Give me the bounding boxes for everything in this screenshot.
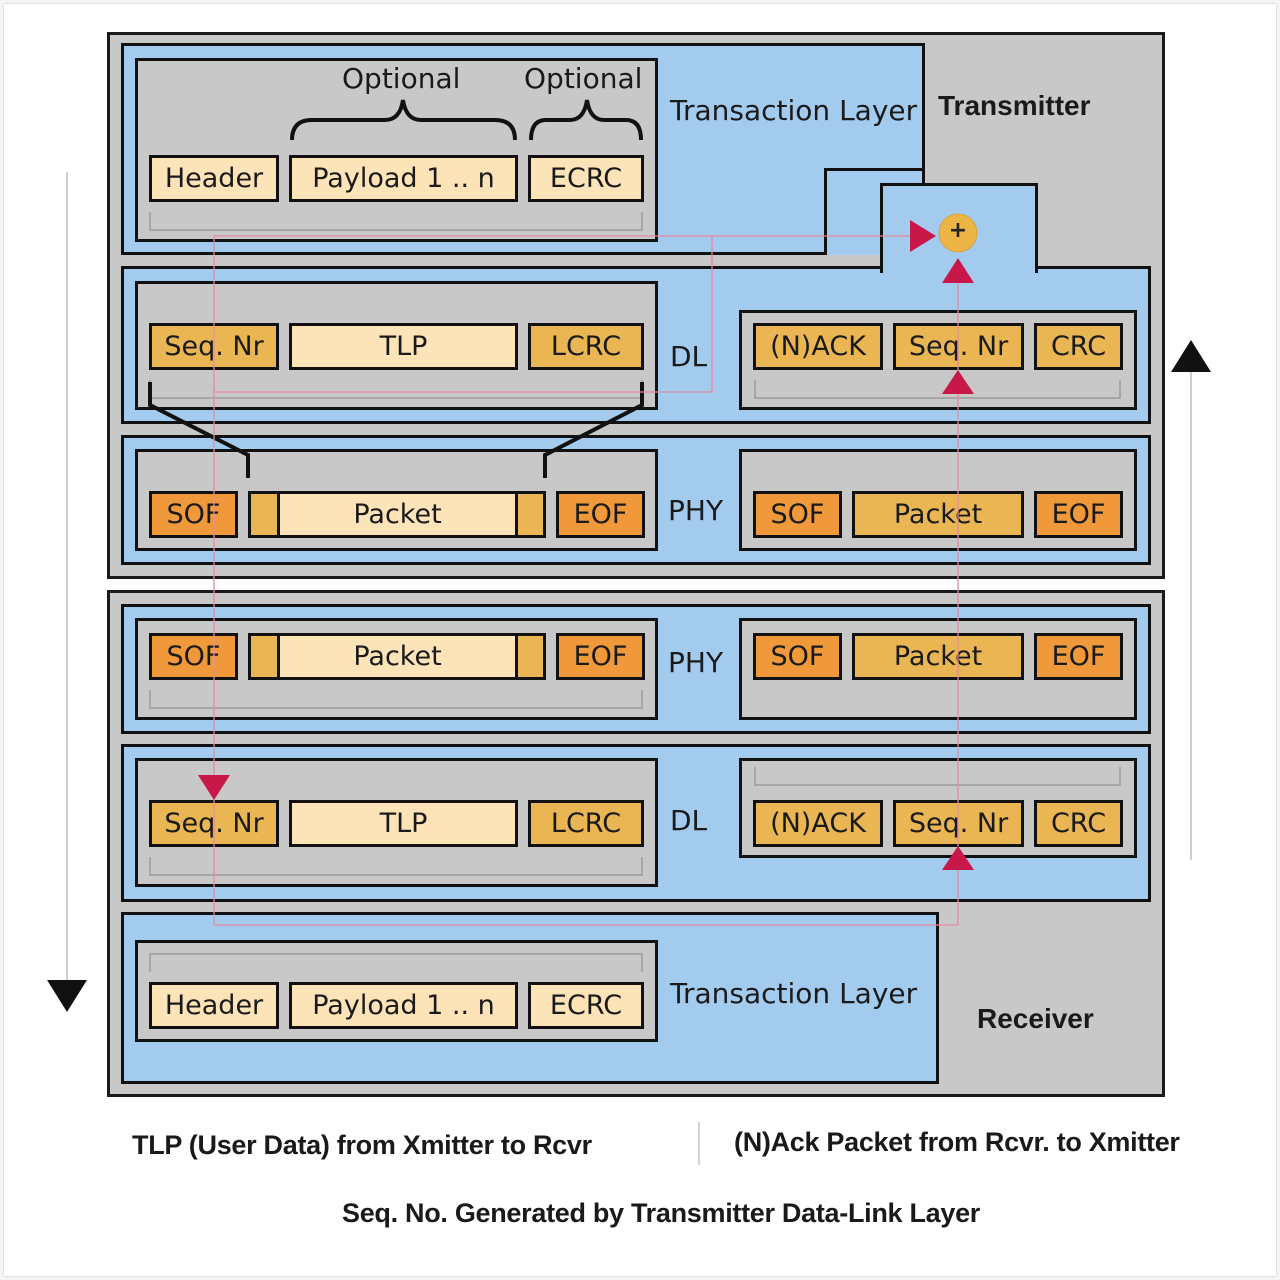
tx-transaction-layer-label: Transaction Layer	[670, 94, 918, 127]
transmitter-label: Transmitter	[938, 90, 1091, 121]
rx-ack-seq-nr-field: Seq. Nr	[893, 800, 1024, 847]
tx-optional-label-2: Optional	[524, 62, 643, 95]
tx-dl-label: DL	[670, 340, 708, 373]
tx-ack-packet-field: Packet	[852, 491, 1024, 538]
rx-nack-field: (N)ACK	[753, 800, 883, 847]
tx-ecrc-field: ECRC	[528, 155, 644, 202]
tx-packet-field: Packet	[277, 491, 518, 538]
tx-transaction-step	[824, 168, 827, 255]
rx-header-field: Header	[149, 982, 279, 1029]
tx-payload-field: Payload 1 .. n	[289, 155, 518, 202]
rx-packet-lcrc-stub	[515, 633, 546, 680]
tx-nack-field: (N)ACK	[753, 323, 883, 370]
seq-generation-caption: Seq. No. Generated by Transmitter Data-L…	[342, 1198, 980, 1228]
rx-crc-field: CRC	[1034, 800, 1123, 847]
rx-tlp-field: TLP	[289, 800, 518, 847]
tx-phy-label: PHY	[668, 494, 724, 527]
ack-flow-caption: (N)Ack Packet from Rcvr. to Xmitter	[734, 1127, 1180, 1157]
tx-optional-label-1: Optional	[342, 62, 461, 95]
tx-ack-eof-field: EOF	[1034, 491, 1123, 538]
receiver-label: Receiver	[977, 1003, 1094, 1034]
rx-sof-field: SOF	[149, 633, 238, 680]
tx-seq-nr-field: Seq. Nr	[149, 323, 279, 370]
tx-ack-seq-nr-field: Seq. Nr	[893, 323, 1024, 370]
rx-ack-eof-field: EOF	[1034, 633, 1123, 680]
rx-dl-label: DL	[670, 804, 708, 837]
adder-plus-symbol: +	[948, 218, 968, 243]
rx-ack-sof-field: SOF	[753, 633, 842, 680]
rx-transaction-layer-label: Transaction Layer	[670, 977, 918, 1010]
tx-sof-field: SOF	[149, 491, 238, 538]
rx-packet-field: Packet	[277, 633, 518, 680]
rx-lcrc-field: LCRC	[528, 800, 644, 847]
tx-eof-field: EOF	[556, 491, 645, 538]
rx-payload-field: Payload 1 .. n	[289, 982, 518, 1029]
tx-ack-sof-field: SOF	[753, 491, 842, 538]
rx-eof-field: EOF	[556, 633, 645, 680]
tx-packet-lcrc-stub	[515, 491, 546, 538]
rx-ecrc-field: ECRC	[528, 982, 644, 1029]
tx-crc-field: CRC	[1034, 323, 1123, 370]
rx-packet-seq-stub	[248, 633, 280, 680]
tx-lcrc-field: LCRC	[528, 323, 644, 370]
tx-adder-notch-join	[883, 266, 1035, 272]
tx-header-field: Header	[149, 155, 279, 202]
tx-packet-seq-stub	[248, 491, 280, 538]
tx-transaction-step-top	[824, 168, 925, 171]
rx-seq-nr-field: Seq. Nr	[149, 800, 279, 847]
tx-transaction-inner	[135, 58, 658, 242]
tx-tlp-field: TLP	[289, 323, 518, 370]
rx-ack-packet-field: Packet	[852, 633, 1024, 680]
tlp-flow-caption: TLP (User Data) from Xmitter to Rcvr	[132, 1130, 592, 1160]
rx-phy-label: PHY	[668, 646, 724, 679]
